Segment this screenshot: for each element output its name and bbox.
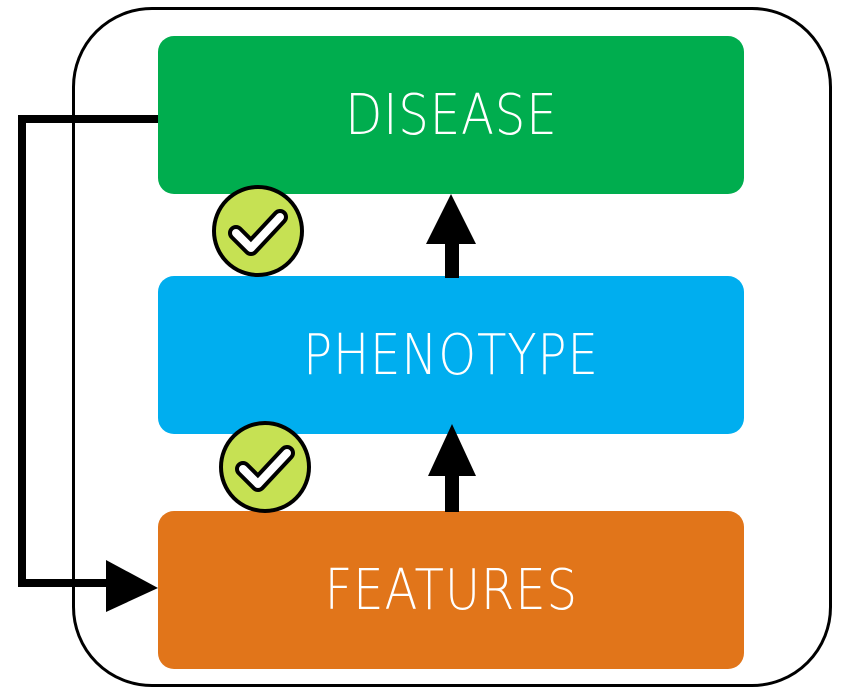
phenotype-box: PHENOTYPE [158, 276, 744, 434]
arrow-phenotype-to-disease [426, 194, 476, 278]
arrow-disease-to-features-loop [18, 115, 158, 612]
features-box: FEATURES [158, 511, 744, 669]
features-label: FEATURES [324, 557, 578, 623]
disease-box: DISEASE [158, 36, 744, 194]
diagram-frame [72, 7, 832, 687]
check-badge-icon [219, 421, 311, 513]
arrow-features-to-phenotype [428, 424, 476, 512]
disease-label: DISEASE [344, 82, 558, 148]
phenotype-label: PHENOTYPE [303, 322, 599, 388]
check-badge-icon [212, 185, 304, 277]
